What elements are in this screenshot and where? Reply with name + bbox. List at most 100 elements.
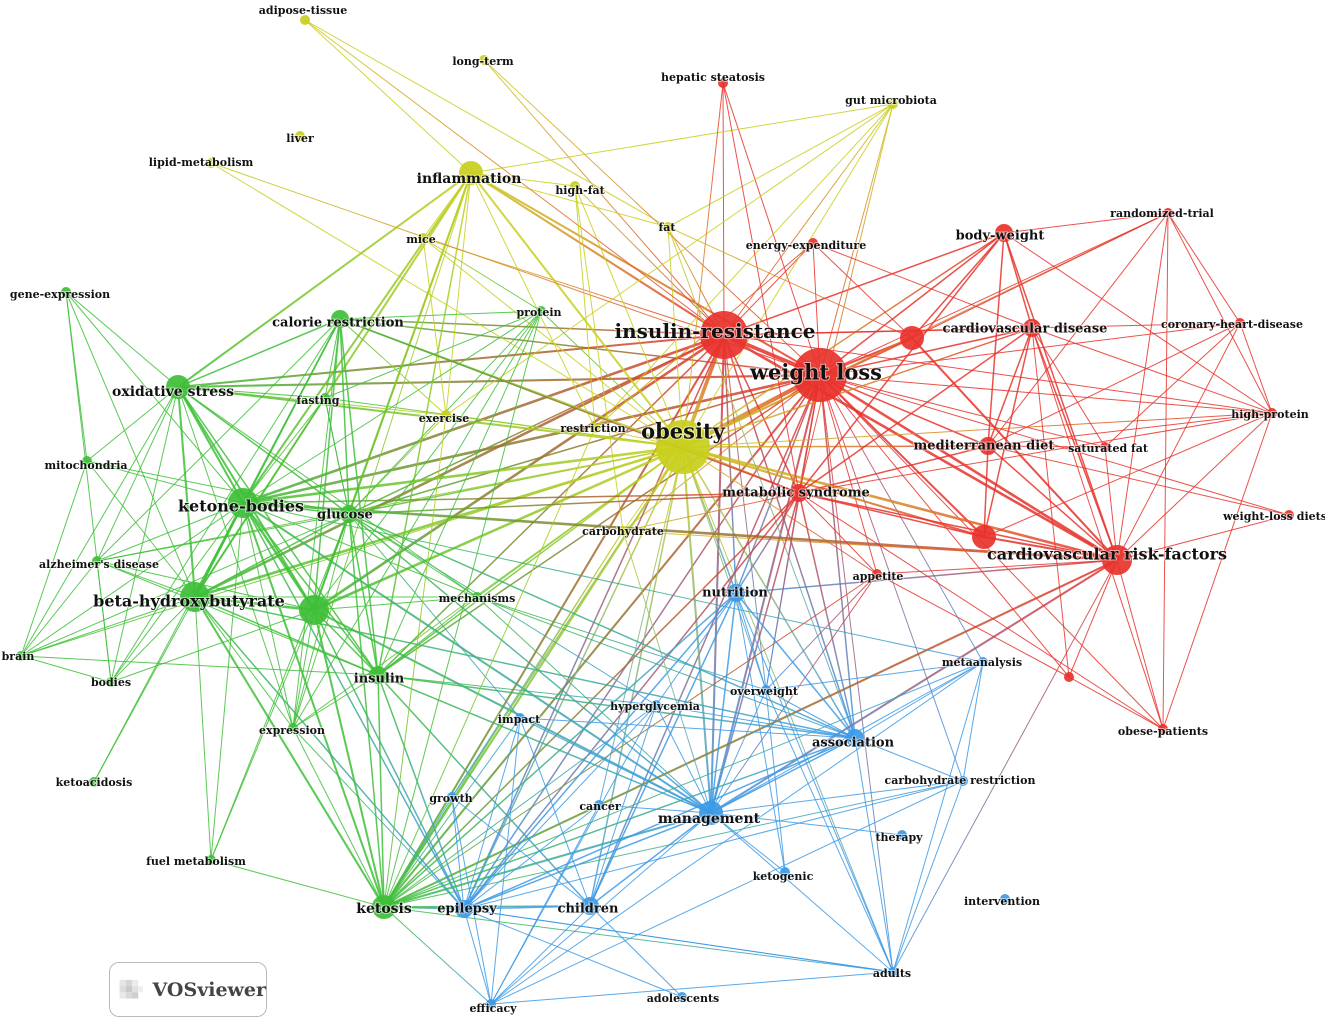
node-carbohydrate[interactable] (618, 526, 628, 536)
node-efficacy[interactable] (486, 999, 496, 1009)
node-metaanalysis[interactable] (978, 657, 988, 667)
node-gene-expression[interactable] (61, 287, 71, 297)
link-oxidative-stress-exercise (177, 386, 447, 416)
node-mediterranean-diet[interactable] (979, 437, 997, 455)
node-metabolic-syndrome[interactable] (790, 484, 808, 502)
label-obese-patients: obese-patients (1118, 725, 1208, 738)
node-fat[interactable] (663, 222, 673, 232)
link-beta-hydroxybutyrate-brain (20, 596, 196, 657)
node-nutrition[interactable] (727, 584, 745, 602)
label-gut-microbiota: gut microbiota (845, 94, 937, 107)
node-brain[interactable] (16, 651, 26, 661)
node-hepatic-steatosis[interactable] (718, 78, 728, 88)
link-management-ketogenic (710, 812, 786, 873)
node-ketosis[interactable] (372, 895, 396, 919)
link-obesity-cancer (598, 446, 684, 806)
link-epilepsy-efficacy (463, 908, 492, 1005)
label-cancer: cancer (579, 800, 621, 813)
node-alzheimers-disease[interactable] (92, 556, 102, 566)
node-intervention[interactable] (1000, 894, 1010, 904)
node-management[interactable] (699, 801, 723, 825)
node-restriction[interactable] (590, 423, 600, 433)
node-ketone-bodies[interactable] (228, 488, 258, 518)
node-adipose-tissue[interactable] (300, 15, 310, 25)
node-gut-microbiota[interactable] (888, 99, 898, 109)
link-unlabeled-green-1-expression (292, 609, 315, 729)
link-obesity-body-weight (682, 232, 1005, 448)
node-body-weight[interactable] (995, 224, 1013, 242)
node-inflammation[interactable] (459, 161, 483, 185)
link-coronary-heart-disease-insulin-resistance (723, 322, 1241, 336)
node-bodies[interactable] (106, 677, 116, 687)
node-high-protein[interactable] (1267, 408, 1277, 418)
node-unlabeled-green-1[interactable] (299, 595, 329, 625)
link-ketone-bodies-alzheimers-disease (96, 502, 244, 562)
node-randomized-trial[interactable] (1163, 208, 1173, 218)
link-fasting-protein (324, 310, 542, 399)
node-energy-expenditure[interactable] (808, 238, 818, 248)
node-carbohydrate-restriction[interactable] (958, 776, 968, 786)
link-beta-hydroxybutyrate-ketosis (193, 595, 386, 909)
link-weight-loss-children (589, 374, 821, 907)
node-therapy[interactable] (897, 830, 907, 840)
node-beta-hydroxybutyrate[interactable] (180, 582, 210, 612)
link-mediterranean-diet-saturated-fat (987, 445, 1106, 448)
link-appetite-unlabeled-red-3 (876, 573, 1070, 678)
link-obesity-gut-microbiota (682, 103, 894, 448)
node-insulin[interactable] (369, 666, 387, 684)
node-adolescents[interactable] (677, 992, 687, 1002)
link-obesity-beta-hydroxybutyrate (193, 445, 685, 599)
node-insulin-resistance[interactable] (700, 311, 748, 359)
node-adults[interactable] (888, 967, 898, 977)
node-fuel-metabolism[interactable] (206, 855, 216, 865)
node-association[interactable] (846, 729, 864, 747)
node-obese-patients[interactable] (1158, 724, 1168, 734)
node-obesity[interactable] (656, 420, 710, 474)
node-ketogenic[interactable] (780, 867, 790, 877)
node-weight-loss-diets[interactable] (1284, 510, 1294, 520)
node-lipid-metabolism[interactable] (206, 158, 216, 168)
label-insulin-resistance: insulin-resistance (615, 319, 816, 343)
node-cardiovascular-risk-factors[interactable] (1102, 545, 1132, 575)
link-gut-microbiota-metabolic-syndrome (798, 103, 894, 494)
node-high-fat[interactable] (570, 181, 580, 191)
node-growth[interactable] (447, 792, 457, 802)
node-unlabeled-red-1[interactable] (900, 326, 924, 350)
node-cancer[interactable] (594, 800, 604, 810)
node-weight-loss[interactable] (793, 348, 847, 402)
node-exercise[interactable] (441, 410, 451, 420)
node-glucose[interactable] (340, 505, 358, 523)
node-mice[interactable] (418, 233, 428, 243)
link-obesity-children (589, 446, 684, 907)
node-ketoacidosis[interactable] (89, 777, 99, 787)
node-impact[interactable] (515, 713, 525, 723)
node-protein[interactable] (536, 306, 546, 316)
node-calorie-restriction[interactable] (331, 310, 349, 328)
node-overweight[interactable] (761, 685, 771, 695)
node-unlabeled-red-2[interactable] (972, 525, 996, 549)
link-high-protein-obese-patients (1162, 412, 1273, 730)
node-mechanisms[interactable] (472, 592, 482, 602)
link-fat-association (667, 226, 856, 739)
node-unlabeled-red-3[interactable] (1064, 672, 1074, 682)
link-management-carbohydrate-restriction (710, 780, 964, 814)
link-nutrition-overweight (735, 592, 767, 691)
link-weight-loss-appetite (819, 374, 878, 575)
node-saturated-fat[interactable] (1100, 442, 1110, 452)
link-randomized-trial-high-protein (1167, 212, 1273, 414)
node-fasting[interactable] (320, 393, 330, 403)
node-long-term[interactable] (479, 55, 489, 65)
node-epilepsy[interactable] (455, 900, 473, 918)
node-expression[interactable] (288, 723, 298, 733)
node-mitochondria[interactable] (82, 456, 92, 466)
link-children-adolescents (589, 905, 683, 998)
node-appetite[interactable] (872, 569, 882, 579)
node-hyperglycemia[interactable] (651, 700, 661, 710)
node-children[interactable] (581, 897, 599, 915)
node-liver[interactable] (295, 131, 305, 141)
link-cardiovascular-disease-obese-patients (1031, 327, 1164, 730)
link-metabolic-syndrome-epilepsy (463, 492, 800, 910)
node-oxidative-stress[interactable] (166, 375, 190, 399)
node-coronary-heart-disease[interactable] (1235, 318, 1245, 328)
node-cardiovascular-disease[interactable] (1023, 319, 1041, 337)
